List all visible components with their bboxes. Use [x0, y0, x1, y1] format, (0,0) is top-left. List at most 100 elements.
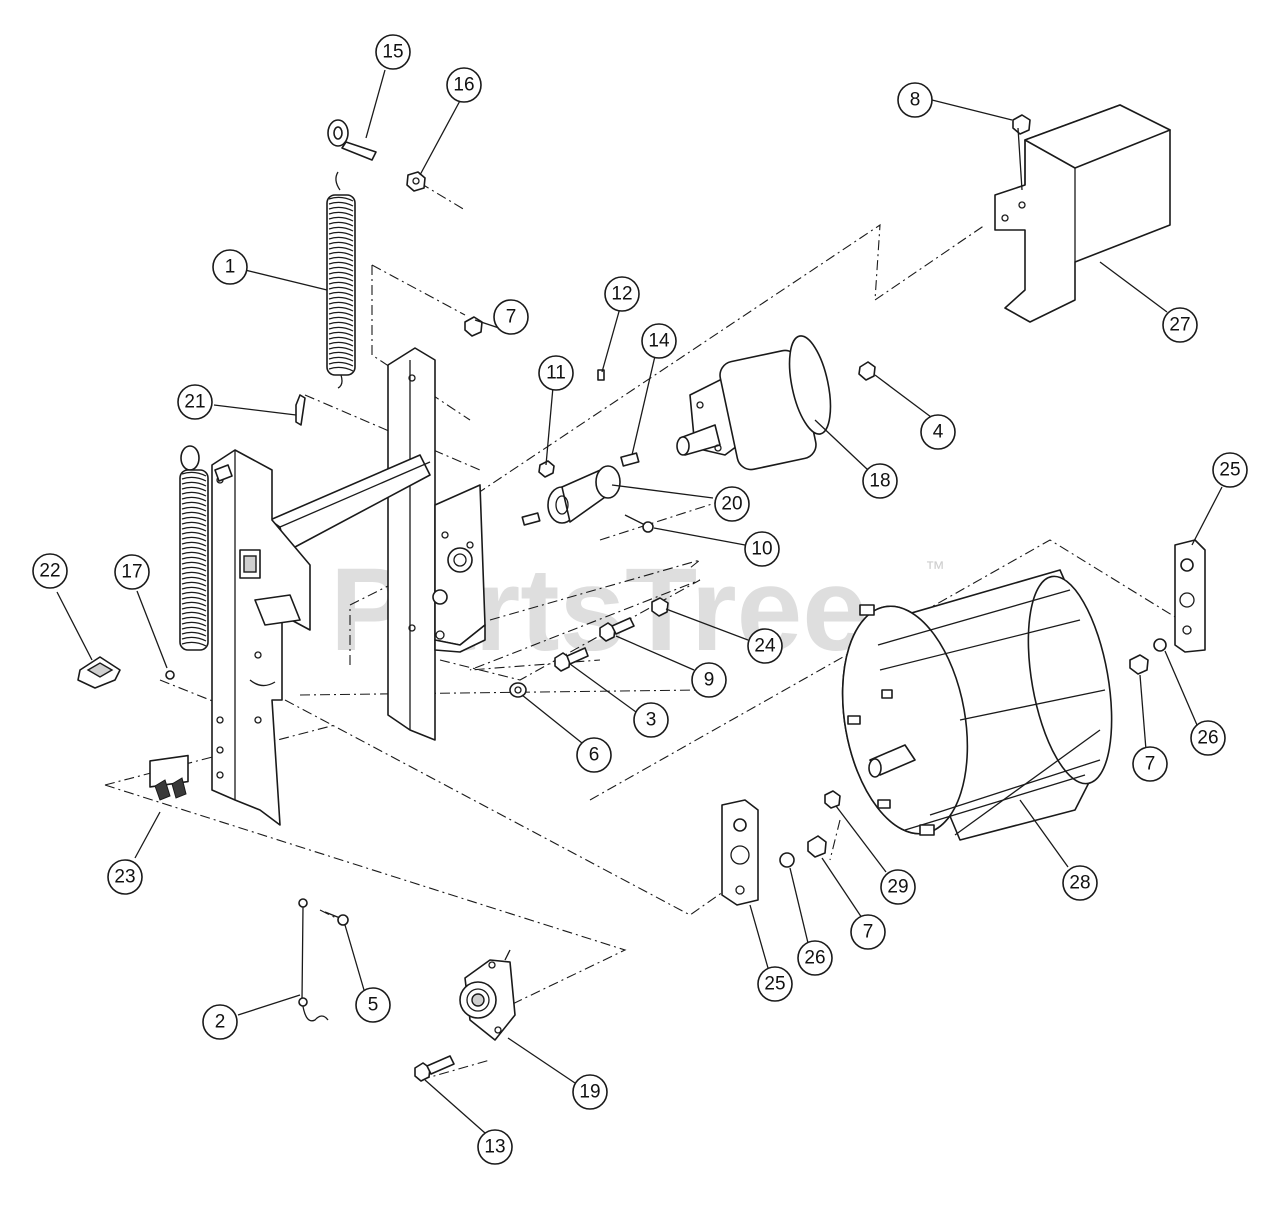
key-14	[620, 452, 640, 467]
side-box-bracket	[432, 484, 486, 653]
cover-27	[994, 104, 1171, 323]
eye-bolt	[327, 119, 377, 161]
key-29	[824, 790, 841, 809]
callout-25-lower: 25	[757, 966, 793, 1002]
callout-14: 14	[641, 323, 677, 359]
callout-4: 4	[920, 414, 956, 450]
nut-7-upper	[464, 316, 483, 337]
bearing-plate-25-lower	[721, 799, 759, 906]
callout-6: 6	[576, 737, 612, 773]
callout-label: 22	[39, 561, 60, 582]
callout-7-upper: 7	[493, 299, 529, 335]
upper-spring	[326, 171, 356, 389]
callout-label: 14	[648, 331, 670, 352]
callout-23: 23	[107, 859, 143, 895]
callout-label: 25	[764, 974, 785, 995]
screw-5	[324, 911, 349, 926]
callout-label: 20	[721, 494, 742, 515]
motor-18	[676, 335, 832, 471]
callout-label: 15	[382, 42, 403, 63]
nut-4	[858, 361, 876, 381]
callout-label: 27	[1169, 315, 1190, 336]
callout-label: 24	[754, 636, 776, 657]
callout-11: 11	[538, 355, 574, 391]
reel-drum-28	[841, 569, 1113, 841]
callout-label: 7	[506, 307, 517, 328]
nut-16	[406, 171, 426, 192]
bolt-9	[599, 617, 635, 642]
nut-11	[538, 460, 555, 478]
callout-21: 21	[177, 384, 213, 420]
washer-nut-lower	[779, 835, 827, 868]
coupler-20	[547, 465, 621, 524]
callout-28: 28	[1062, 865, 1098, 901]
watermark-trademark: ™	[925, 558, 945, 580]
callout-label: 26	[804, 948, 825, 969]
center-upright-bracket	[387, 347, 436, 741]
cable-2	[298, 898, 329, 1022]
callout-label: 11	[546, 363, 566, 384]
callout-26-upper: 26	[1190, 720, 1226, 756]
callout-label: 3	[646, 710, 657, 731]
callout-3: 3	[633, 702, 669, 738]
callout-label: 4	[933, 422, 944, 443]
washer-nut-right	[1129, 638, 1167, 675]
callout-20: 20	[714, 486, 750, 522]
bearing-plate-25-upper	[1174, 539, 1206, 653]
callout-7-right: 7	[1132, 746, 1168, 782]
bolt-13	[414, 1055, 455, 1082]
callout-26-lower: 26	[797, 940, 833, 976]
callout-18: 18	[862, 463, 898, 499]
bolt-3	[554, 647, 589, 672]
callout-16: 16	[446, 67, 482, 103]
callout-label: 2	[215, 1012, 226, 1033]
flange-bearing-19	[459, 949, 516, 1041]
callout-label: 1	[225, 257, 236, 278]
callout-label: 23	[114, 867, 135, 888]
callout-label: 17	[121, 562, 142, 583]
callout-5: 5	[355, 987, 391, 1023]
callout-label: 7	[1145, 754, 1156, 775]
callout-label: 21	[184, 392, 205, 413]
callout-10: 10	[744, 531, 780, 567]
callout-label: 28	[1069, 873, 1090, 894]
callout-label: 9	[704, 670, 715, 691]
callout-label: 18	[869, 471, 890, 492]
decal-23	[149, 754, 189, 801]
washer-6	[509, 682, 527, 698]
callout-27: 27	[1162, 307, 1198, 343]
key-left	[521, 512, 541, 526]
callout-15: 15	[375, 34, 411, 70]
callout-label: 13	[484, 1137, 505, 1158]
callout-label: 6	[589, 745, 600, 766]
callout-label: 8	[910, 90, 921, 111]
callout-12: 12	[604, 276, 640, 312]
callout-7-lower: 7	[850, 914, 886, 950]
screw-10	[624, 514, 654, 533]
callout-24: 24	[747, 628, 783, 664]
callout-9: 9	[691, 662, 727, 698]
callout-label: 5	[368, 995, 379, 1016]
callout-8: 8	[897, 82, 933, 118]
callout-label: 10	[751, 539, 772, 560]
pin-12	[597, 369, 605, 381]
callout-22: 22	[32, 553, 68, 589]
callout-13: 13	[477, 1129, 513, 1165]
callout-19: 19	[572, 1074, 608, 1110]
callout-label: 25	[1219, 460, 1240, 481]
nut-8	[1012, 114, 1031, 135]
spacer-24	[651, 597, 669, 617]
callout-label: 16	[453, 75, 474, 96]
callout-2: 2	[202, 1004, 238, 1040]
lower-spring	[179, 445, 209, 651]
callout-label: 26	[1197, 728, 1218, 749]
callout-25-upper: 25	[1212, 452, 1248, 488]
handle-22	[77, 656, 121, 689]
callout-label: 29	[887, 877, 908, 898]
callout-1: 1	[212, 249, 248, 285]
clip-21	[295, 394, 306, 426]
callout-label: 7	[863, 922, 874, 943]
left-frame-plate	[211, 449, 311, 826]
callout-17: 17	[114, 554, 150, 590]
